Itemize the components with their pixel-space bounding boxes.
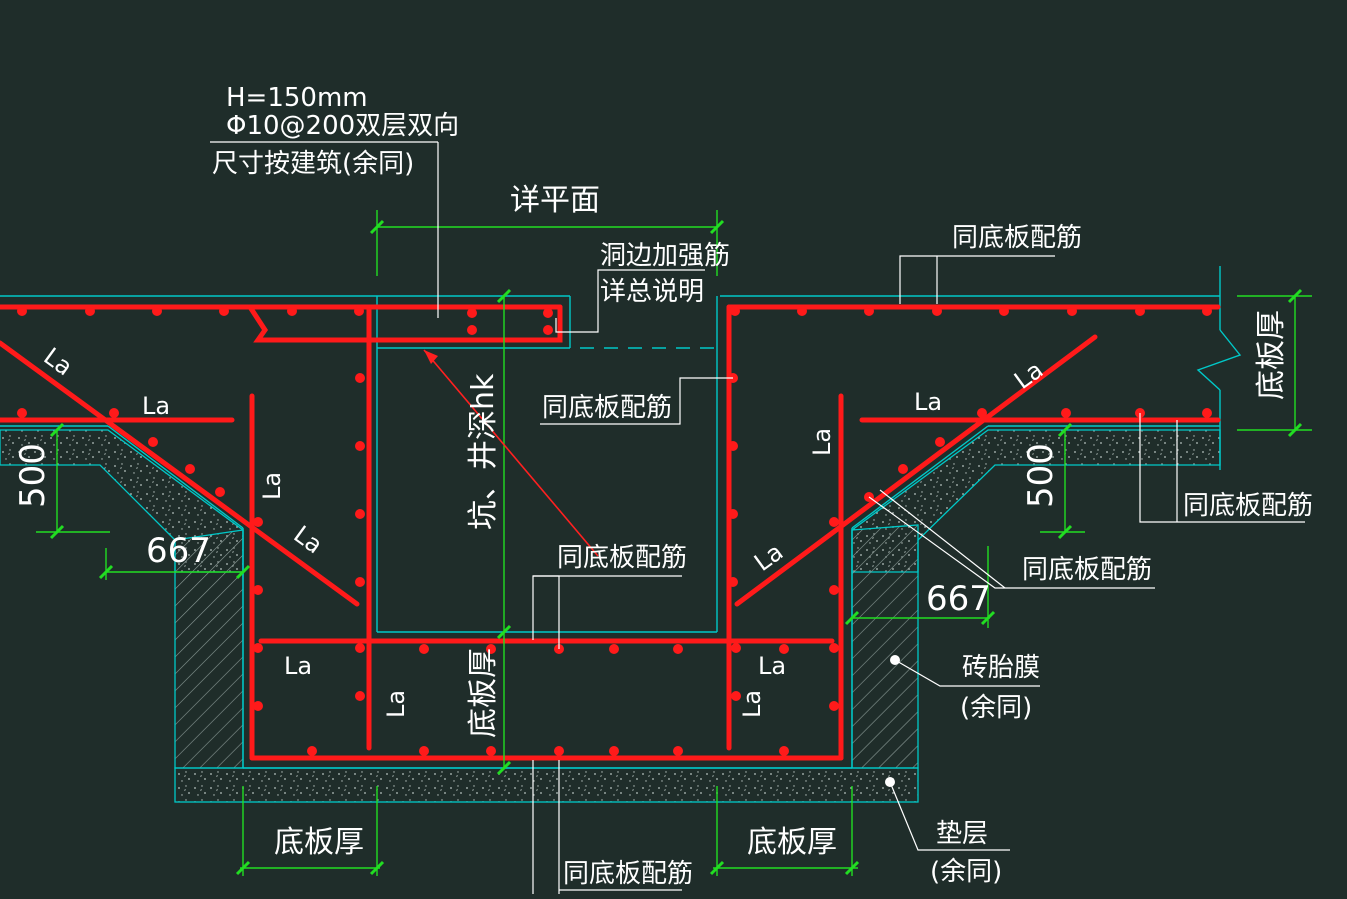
right-offset-dim: 667 [926, 579, 991, 619]
same-as-slab-pit-bottom: 同底板配筋 [557, 543, 687, 573]
la-label: La [808, 428, 836, 456]
cushion-label: 垫层 [936, 819, 988, 849]
left-offset-dim: 667 [146, 531, 211, 571]
la-label: La [382, 690, 410, 718]
cover-h-note: H=150mm [226, 83, 368, 113]
slab-thickness-bottom-right: 底板厚 [747, 825, 837, 860]
la-label: La [758, 652, 786, 680]
rebar [0, 304, 1221, 761]
cushion-same-label: (余同) [930, 857, 1002, 887]
same-as-slab-right-slope: 同底板配筋 [1022, 555, 1152, 585]
la-label: La [142, 392, 170, 420]
same-as-slab-inner-wall: 同底板配筋 [542, 393, 672, 423]
rebar-dots [17, 306, 1212, 756]
annotation-text: H=150mm Φ10@200双层双向 尺寸按建筑(余同) 详平面 洞边加强筋 … [13, 83, 1313, 889]
same-as-slab-bottom: 同底板配筋 [563, 859, 693, 889]
pit-depth-leader [423, 349, 599, 557]
la-label: La [738, 690, 766, 718]
concrete-outline [0, 266, 1242, 769]
slab-thickness-bottom-left: 底板厚 [274, 825, 364, 860]
la-label: La [914, 388, 942, 416]
brick-form [174, 524, 919, 769]
same-as-slab-right-lower: 同底板配筋 [1183, 491, 1313, 521]
pit-depth-label: 坑、井深hk [466, 373, 501, 530]
plan-ref-label: 详平面 [510, 183, 600, 218]
la-label: La [288, 520, 327, 559]
cushion-layer [0, 429, 1221, 803]
leader-dots [885, 655, 900, 787]
cover-rebar-note: Φ10@200双层双向 [226, 111, 459, 141]
leader-lines [210, 141, 1305, 894]
hole-edge-label: 洞边加强筋 [600, 241, 730, 271]
slab-thickness-center: 底板厚 [466, 648, 501, 738]
same-as-slab-top-right: 同底板配筋 [952, 223, 1082, 253]
la-label: La [284, 652, 312, 680]
dimension-ticks [49, 219, 1303, 876]
brick-form-label: 砖胎膜 [962, 653, 1040, 683]
slab-thickness-right: 底板厚 [1254, 310, 1289, 400]
la-label: La [258, 472, 286, 500]
pit-depth-arrow [424, 350, 438, 364]
hole-edge-ref-label: 详总说明 [600, 277, 704, 307]
right-depth-dim: 500 [1021, 443, 1061, 508]
left-depth-dim: 500 [13, 443, 53, 508]
dimension-lines [36, 210, 1312, 876]
la-label: La [1009, 356, 1048, 395]
brick-form-same-label: (余同) [960, 693, 1032, 723]
cover-size-note: 尺寸按建筑(余同) [212, 149, 414, 179]
